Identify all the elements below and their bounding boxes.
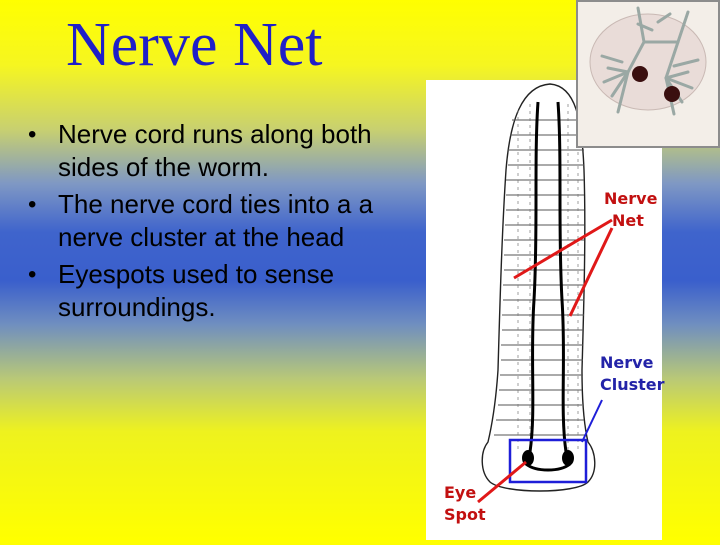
eye-spot-label-line2: Spot bbox=[444, 505, 486, 524]
bullet-list: • Nerve cord runs along both sides of th… bbox=[24, 118, 424, 324]
right-nerve-cord bbox=[556, 101, 568, 453]
closeup-eye-spot bbox=[664, 86, 680, 102]
bullet-icon: • bbox=[28, 191, 37, 218]
nerve-texture bbox=[517, 104, 579, 460]
bullet-text: Nerve cord runs along both sides of the … bbox=[58, 119, 372, 182]
right-eye-spot bbox=[562, 450, 574, 466]
nerve-cluster-box bbox=[508, 438, 588, 484]
nerve-net-label: Nerve Net bbox=[604, 188, 657, 232]
bullet-text: Eyespots used to sense surroundings. bbox=[58, 259, 335, 322]
bullet-icon: • bbox=[28, 261, 37, 288]
nerve-net-label-line2: Net bbox=[612, 211, 644, 230]
bullet-text: The nerve cord ties into a a nerve clust… bbox=[58, 189, 374, 252]
closeup-illustration bbox=[578, 2, 718, 146]
nerve-net-pointer bbox=[568, 227, 614, 317]
nerve-cluster-closeup-image bbox=[576, 0, 720, 148]
left-nerve-cord bbox=[528, 101, 540, 453]
nerve-net-pointer bbox=[513, 218, 613, 280]
nerve-cluster-label: Nerve Cluster bbox=[600, 352, 665, 396]
transverse-nerves bbox=[494, 119, 590, 436]
bullet-item: • The nerve cord ties into a a nerve clu… bbox=[24, 188, 424, 254]
nerve-cluster-label-line1: Nerve bbox=[600, 353, 654, 372]
bullet-item: • Nerve cord runs along both sides of th… bbox=[24, 118, 424, 184]
nerve-net-label-line1: Nerve bbox=[604, 189, 658, 208]
nerve-cluster-pointer bbox=[581, 399, 603, 443]
planarian-diagram bbox=[426, 80, 662, 540]
eye-spot-label-line1: Eye bbox=[444, 483, 477, 502]
eye-spot-pointer bbox=[477, 460, 527, 504]
bullet-item: • Eyespots used to sense surroundings. bbox=[24, 258, 424, 324]
nerve-cluster-label-line2: Cluster bbox=[600, 375, 665, 394]
closeup-eye-spot bbox=[632, 66, 648, 82]
worm-nervous-system-illustration bbox=[477, 83, 614, 504]
bullet-icon: • bbox=[28, 121, 37, 148]
nerve-ganglia bbox=[525, 462, 571, 472]
slide-title: Nerve Net bbox=[66, 11, 323, 79]
eye-spot-label: Eye Spot bbox=[444, 482, 486, 526]
